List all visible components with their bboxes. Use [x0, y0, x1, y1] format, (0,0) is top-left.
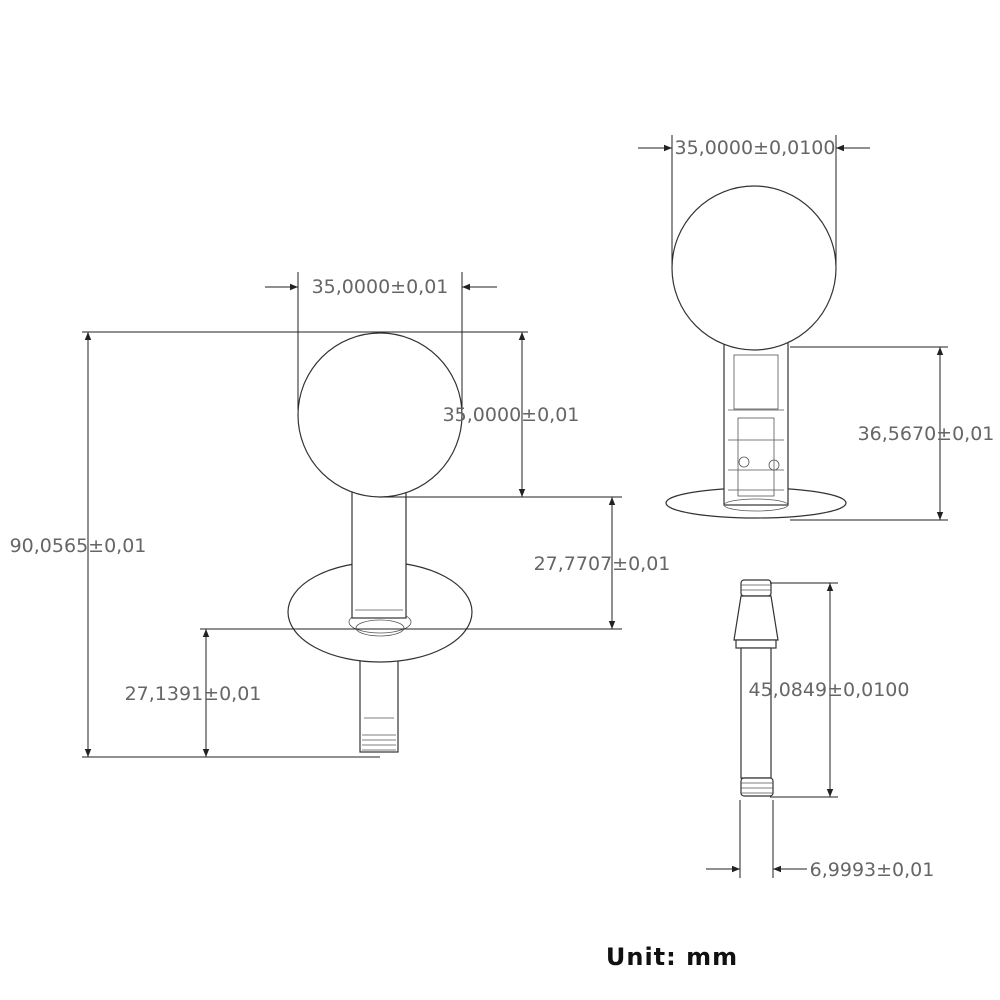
side-ball	[671, 185, 837, 351]
side-part	[665, 185, 847, 519]
pin-part	[733, 579, 779, 797]
dim-main-total-height: 90,0565±0,01	[10, 535, 147, 557]
dim-side-top-width: 35,0000±0,0100	[675, 137, 836, 159]
main-ball	[297, 332, 463, 498]
dim-pin-length: 45,0849±0,0100	[749, 679, 910, 701]
unit-label: Unit: mm	[606, 943, 738, 971]
main-dimension-lines	[82, 272, 622, 758]
dim-side-height: 36,5670±0,01	[858, 423, 995, 445]
dim-main-ball-height: 35,0000±0,01	[443, 404, 580, 426]
dim-pin-diameter: 6,9993±0,01	[810, 859, 935, 881]
main-stem-threads	[362, 717, 396, 751]
dim-main-top-width: 35,0000±0,01	[312, 276, 449, 298]
dim-main-neck-height: 27,7707±0,01	[534, 553, 671, 575]
main-part	[287, 332, 473, 753]
pin-shaft	[740, 647, 772, 779]
pin-taper	[733, 595, 779, 641]
side-column	[723, 334, 789, 506]
pin-dimension-lines	[706, 582, 838, 878]
dim-main-stem-height: 27,1391±0,01	[125, 683, 262, 705]
main-neck	[351, 489, 407, 619]
side-dimension-lines	[638, 135, 948, 521]
